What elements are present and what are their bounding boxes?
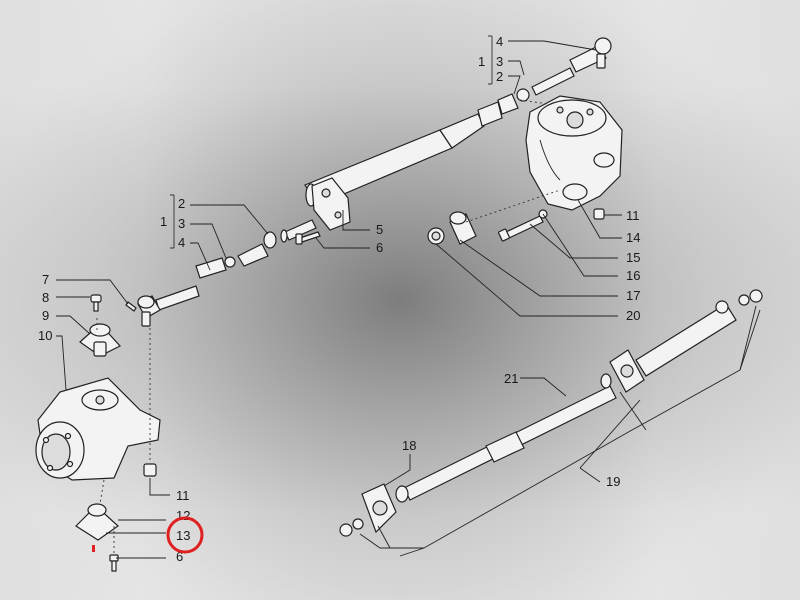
red-pin-marker bbox=[92, 545, 95, 552]
steering-knuckle-10 bbox=[35, 377, 161, 481]
pin-7 bbox=[125, 301, 137, 312]
ring-top bbox=[600, 373, 612, 389]
bolt-6-top bbox=[295, 231, 321, 245]
label-11-top: 11 bbox=[626, 208, 640, 223]
drag-link-21 bbox=[403, 300, 737, 501]
label-19: 19 bbox=[606, 474, 620, 489]
label-6-top: 6 bbox=[376, 240, 383, 255]
label-18: 18 bbox=[402, 438, 416, 453]
label-5: 5 bbox=[376, 222, 383, 237]
label-3-left: 3 bbox=[178, 216, 185, 231]
label-14: 14 bbox=[626, 230, 640, 245]
top-tie-rod-group bbox=[280, 37, 612, 245]
rod-end-stub bbox=[284, 219, 317, 241]
label-7: 7 bbox=[42, 272, 49, 287]
rings-left bbox=[339, 518, 364, 537]
flange-plate-top bbox=[609, 349, 645, 393]
upper-bracket-9 bbox=[79, 323, 121, 357]
lower-bracket-12 bbox=[75, 503, 119, 541]
screw-6-lower bbox=[109, 554, 119, 572]
bushing-17 bbox=[449, 211, 477, 245]
tie-rod-end-top bbox=[477, 37, 612, 127]
flange-18 bbox=[361, 483, 397, 534]
label-2-top: 2 bbox=[496, 69, 503, 84]
label-group-left-1: 1 bbox=[160, 214, 167, 229]
highlight-circle-13 bbox=[166, 516, 204, 554]
leader-lines bbox=[56, 35, 761, 559]
label-13: 13 bbox=[176, 528, 190, 543]
tie-rod-left bbox=[137, 231, 277, 327]
rings-right bbox=[738, 289, 763, 306]
steering-housing bbox=[525, 95, 623, 211]
bushing-11-top bbox=[593, 208, 605, 220]
label-group-top-1: 1 bbox=[478, 54, 485, 69]
label-10: 10 bbox=[38, 328, 52, 343]
label-20: 20 bbox=[626, 308, 640, 323]
part-labels: 1 4 3 2 1 2 3 4 5 6 7 8 9 10 11 12 13 6 … bbox=[38, 34, 640, 564]
label-8: 8 bbox=[42, 290, 49, 305]
label-3-top: 3 bbox=[496, 54, 503, 69]
label-6-lower: 6 bbox=[176, 549, 183, 564]
label-4-left: 4 bbox=[178, 235, 185, 250]
label-15: 15 bbox=[626, 250, 640, 265]
label-21: 21 bbox=[504, 371, 518, 386]
bolt-15 bbox=[497, 209, 548, 242]
bushing-11-left bbox=[143, 463, 157, 477]
label-17: 17 bbox=[626, 288, 640, 303]
clamp-bracket-top bbox=[311, 177, 351, 231]
label-4-top: 4 bbox=[496, 34, 503, 49]
label-2-left: 2 bbox=[178, 196, 185, 211]
screw-8 bbox=[90, 294, 102, 312]
label-9: 9 bbox=[42, 308, 49, 323]
label-11-left: 11 bbox=[176, 488, 190, 503]
label-16: 16 bbox=[626, 268, 640, 283]
